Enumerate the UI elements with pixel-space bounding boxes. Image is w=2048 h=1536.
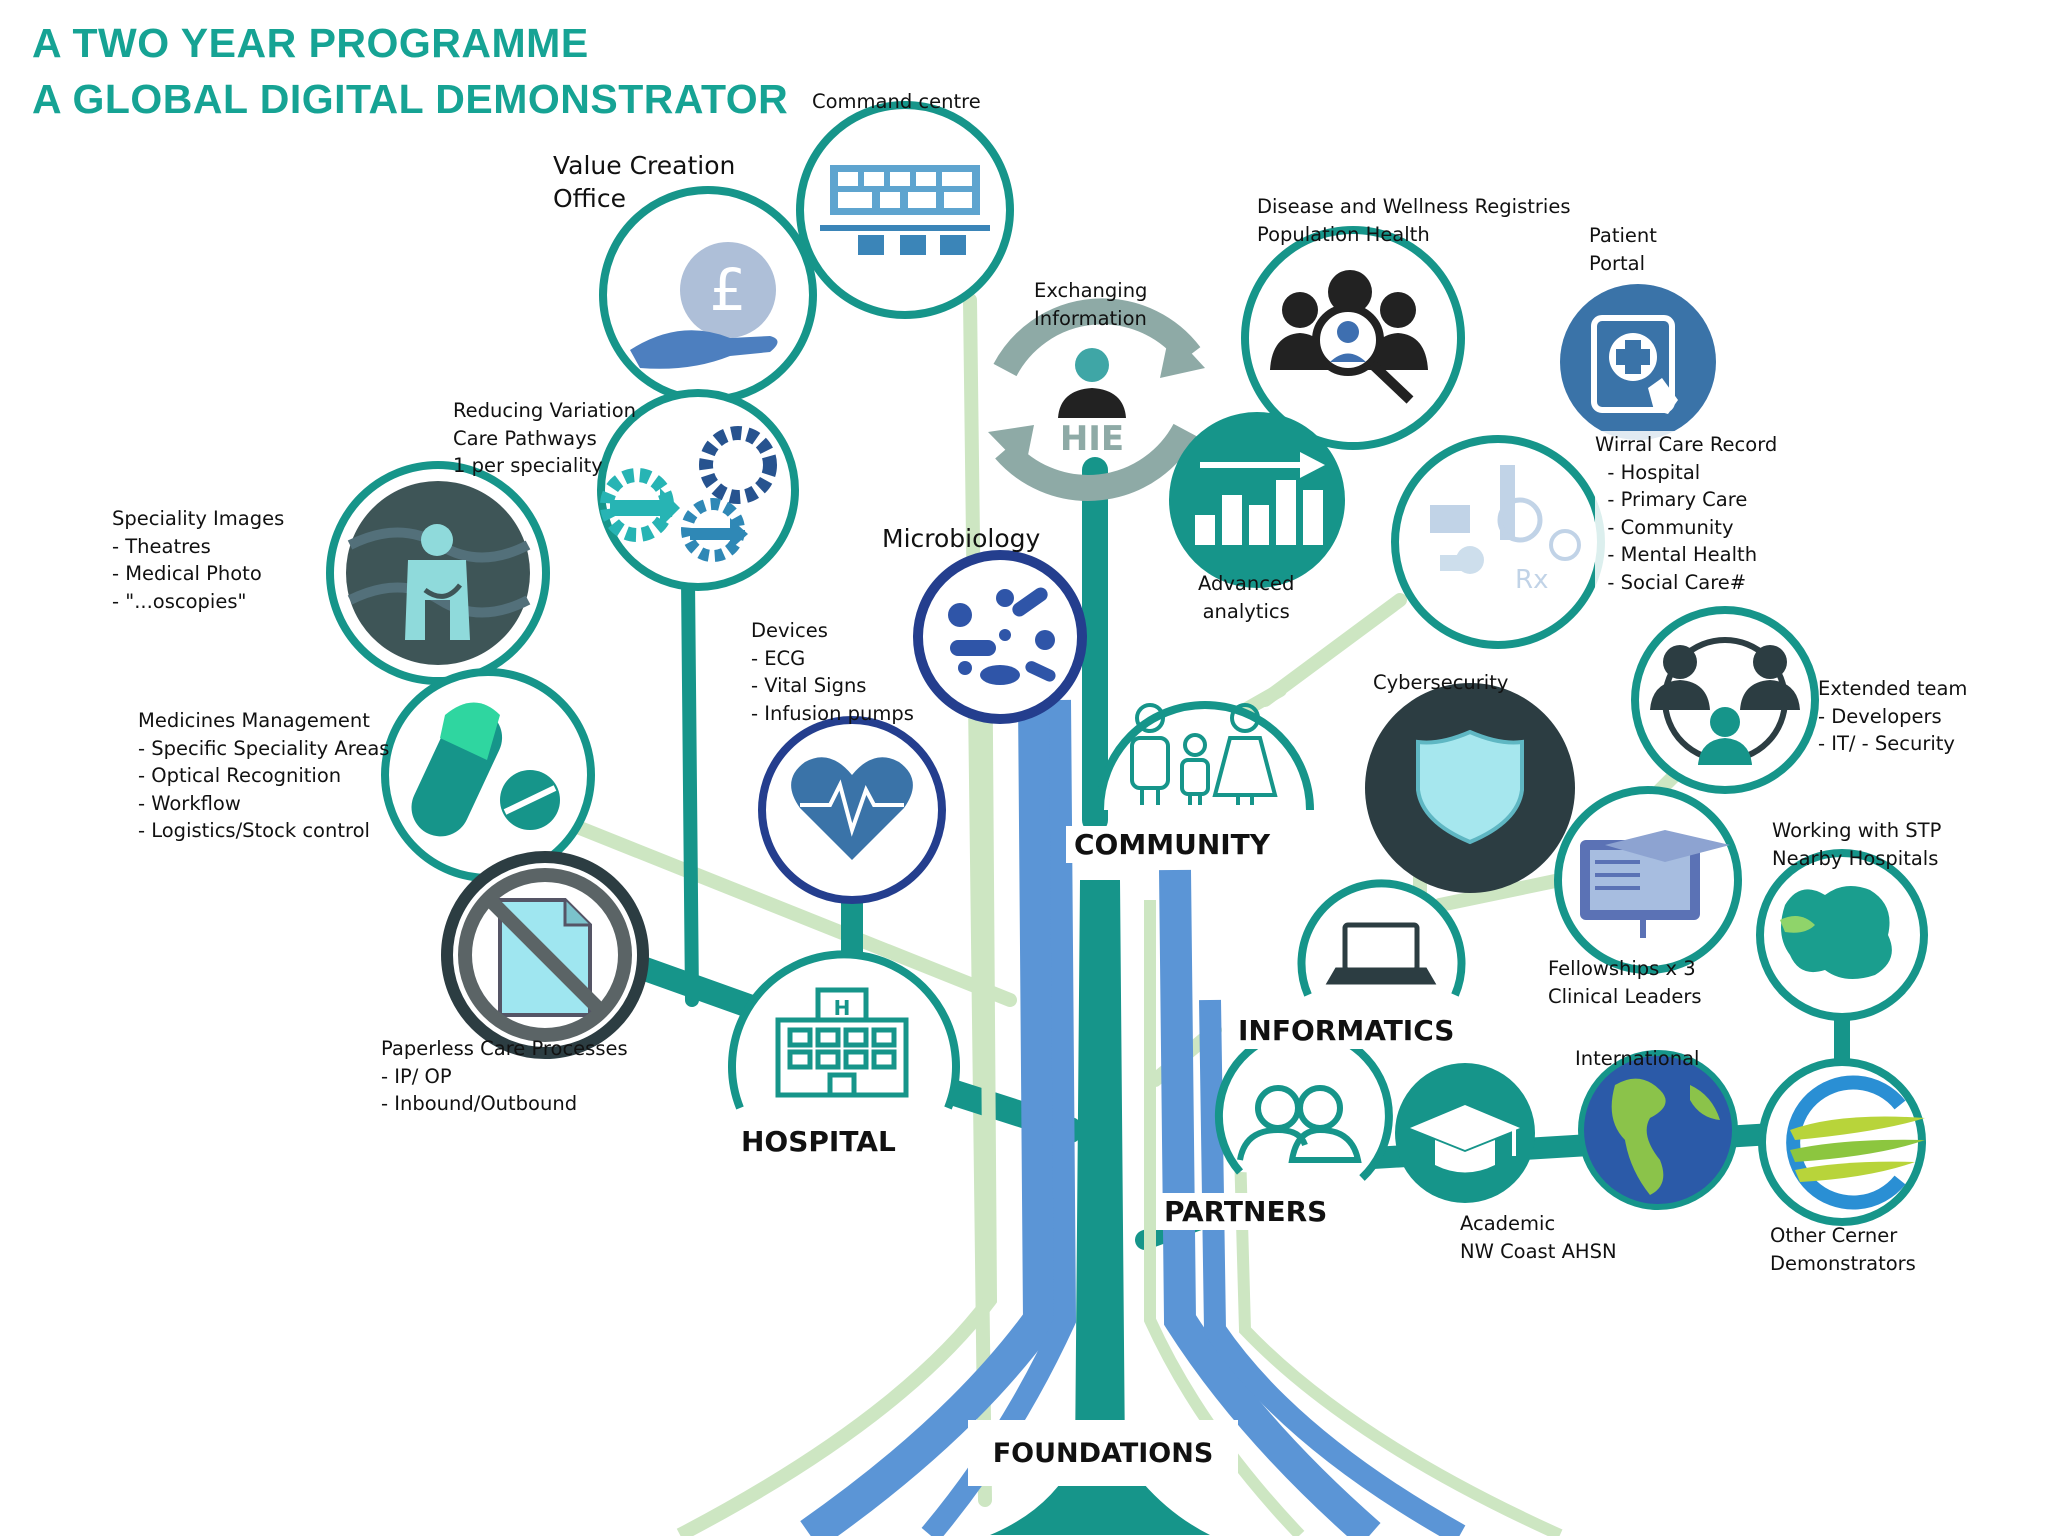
branch-label-hospital: HOSPITAL	[733, 1123, 904, 1160]
laptop-icon	[1325, 922, 1437, 985]
node-speciality-images[interactable]	[326, 461, 550, 685]
tablet-plus-icon	[1591, 315, 1678, 414]
team-icon	[1650, 637, 1800, 765]
no-paper-icon	[458, 868, 632, 1042]
map-region-icon	[1781, 886, 1892, 979]
partners-arc	[1214, 1027, 1393, 1181]
node-patient-portal[interactable]	[1560, 284, 1716, 440]
label-cybersecurity: Cybersecurity	[1373, 671, 1509, 694]
node-stp[interactable]	[1756, 849, 1928, 1021]
svg-text:£: £	[710, 256, 747, 324]
graduation-cap-icon	[1410, 1105, 1520, 1173]
gears-icon	[600, 426, 777, 562]
node-medicines[interactable]	[381, 668, 595, 882]
heart-pulse-icon	[791, 757, 913, 860]
branch-label-informatics: INFORMATICS	[1230, 1012, 1463, 1049]
page-title-line-1: A TWO YEAR PROGRAMME	[32, 20, 589, 66]
shield-icon	[1416, 729, 1524, 845]
label-wirral-care-record: Wirral Care Record - Hospital - Primary …	[1595, 431, 1778, 596]
node-advanced-analytics[interactable]	[1169, 412, 1345, 588]
trunk-blue-right	[1159, 869, 1381, 1536]
hospital-building-icon: H	[775, 987, 909, 1098]
branch-label-community: COMMUNITY	[1066, 826, 1279, 863]
node-disease-registries[interactable]	[1241, 226, 1465, 450]
trunk-blue-right-outer	[1199, 999, 1466, 1536]
people-icon	[1237, 1085, 1362, 1163]
node-cybersecurity[interactable]	[1365, 683, 1575, 893]
family-icon	[1130, 703, 1278, 805]
line-reducing-variation	[681, 573, 699, 1007]
screen-graduation-icon	[1580, 830, 1730, 938]
label-command-centre: Command centre	[812, 90, 981, 113]
informatics-arc	[1297, 879, 1466, 997]
node-command-centre[interactable]	[796, 101, 1014, 319]
line-medicines	[553, 813, 1017, 1007]
branch-label-partners: PARTNERS	[1156, 1193, 1336, 1230]
node-other-cerner[interactable]	[1758, 1058, 1926, 1226]
cerner-logo-icon	[1786, 1075, 1925, 1210]
label-international: International	[1575, 1047, 1700, 1070]
node-hospital[interactable]: H	[728, 950, 960, 1110]
node-hie[interactable]: HIE	[988, 298, 1205, 501]
label-medicines-management: Medicines Management- Specific Specialit…	[138, 709, 390, 842]
bar-chart-icon	[1195, 452, 1325, 545]
branch-label-foundations: FOUNDATIONS	[968, 1420, 1238, 1486]
node-partners[interactable]	[1214, 1027, 1393, 1181]
body-scan-icon	[347, 524, 531, 640]
hie-arrow-top	[993, 298, 1201, 377]
svg-text:H: H	[834, 996, 851, 1020]
node-fellowships[interactable]	[1554, 786, 1742, 974]
node-devices[interactable]	[758, 716, 946, 904]
population-search-icon	[1270, 270, 1428, 404]
tree-trunk	[676, 599, 1563, 1536]
node-wirral-care-record[interactable]: Rx	[1391, 435, 1605, 649]
node-ring	[1391, 435, 1605, 649]
node-value-creation[interactable]: £	[599, 186, 817, 404]
label-speciality-images: Speciality Images- Theatres- Medical Pho…	[112, 507, 285, 613]
person-icon	[1058, 348, 1126, 418]
control-room-icon	[820, 165, 990, 255]
line-wirral	[1258, 593, 1407, 707]
node-international[interactable]	[1578, 1050, 1738, 1210]
pound-hand-icon: £	[630, 242, 778, 369]
trunk-core	[990, 880, 1210, 1535]
label-extended-team: Extended team- Developers- IT/ - Securit…	[1818, 677, 1968, 755]
svg-text:Rx: Rx	[1515, 565, 1548, 595]
hie-label: HIE	[1060, 419, 1124, 459]
pill-icon	[411, 702, 560, 837]
node-community[interactable]	[1096, 701, 1314, 811]
node-paperless[interactable]	[441, 851, 649, 1059]
node-academic[interactable]	[1395, 1063, 1535, 1203]
page-title-line-2: A GLOBAL DIGITAL DEMONSTRATOR	[32, 76, 789, 122]
line-fellowships	[1433, 873, 1567, 912]
trunk-light-green-left	[676, 599, 998, 1536]
hie-arrow-bottom	[995, 423, 1197, 501]
bacteria-icon	[948, 587, 1056, 685]
node-ring	[381, 668, 595, 882]
label-microbiology: Microbiology	[882, 524, 1041, 553]
health-collage-icon: Rx	[1430, 465, 1581, 595]
node-microbiology[interactable]	[913, 550, 1087, 724]
node-extended-team[interactable]	[1631, 606, 1819, 794]
node-informatics[interactable]	[1297, 879, 1466, 997]
node-reducing-variation[interactable]	[597, 389, 799, 591]
label-paperless: Paperless Care Processes- IP/ OP- Inboun…	[381, 1037, 628, 1115]
label-devices: Devices- ECG- Vital Signs- Infusion pump…	[751, 619, 914, 725]
trunk-blue-left	[800, 699, 1058, 1536]
trunk-light-green-far-right	[1234, 1149, 1563, 1536]
